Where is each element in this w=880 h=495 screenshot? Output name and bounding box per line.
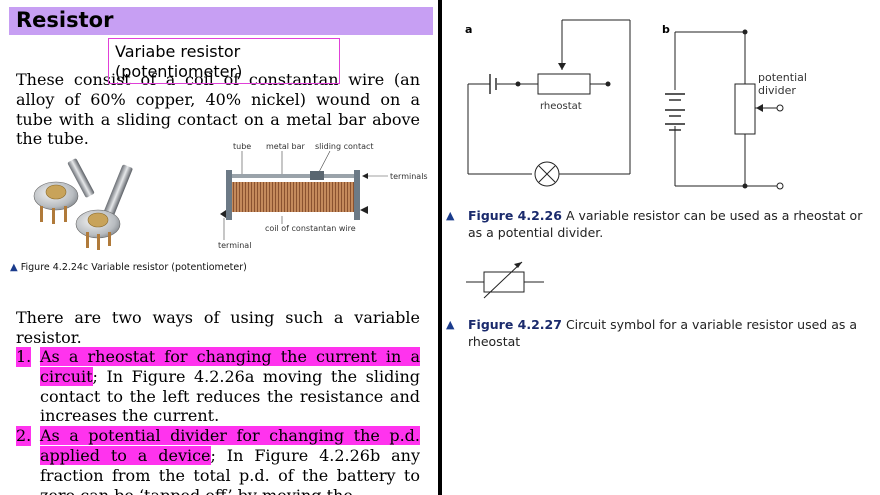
triangle-bullet-icon: ▲ xyxy=(446,209,455,222)
triangle-bullet-icon: ▲ xyxy=(446,318,455,331)
panel-divider xyxy=(438,0,442,495)
page-title: Resistor xyxy=(16,8,114,32)
panel-a-label: a xyxy=(465,23,472,36)
intro-paragraph: These consist of a coil of constantan wi… xyxy=(16,70,420,149)
triangle-bullet-icon: ▲ xyxy=(10,262,18,273)
left-slide-panel: Resistor These consist of a coil of cons… xyxy=(0,0,438,495)
potential-divider-label: potential divider xyxy=(758,71,807,97)
title-bar: Resistor xyxy=(9,7,433,35)
label-metal-bar: metal bar xyxy=(266,142,306,151)
list-item: 1.As a rheostat for changing the current… xyxy=(16,347,420,426)
svg-text:potential: potential xyxy=(758,71,807,84)
list-number: 2. xyxy=(16,426,32,446)
label-tube: tube xyxy=(233,142,251,151)
figure-caption-left: ▲ Figure 4.2.24c Variable resistor (pote… xyxy=(10,262,247,273)
list-text: ; In Figure 4.2.26b any fraction from th… xyxy=(40,445,420,495)
potential-divider-circuit: b potential divider xyxy=(662,23,807,190)
variable-resistor-label-box[interactable]: Variabe resistor (potentiometer) xyxy=(108,38,340,84)
label-terminals: terminals xyxy=(390,172,428,181)
figure-caption-4-2-27: ▲ Figure 4.2.27 Circuit symbol for a var… xyxy=(446,317,858,349)
label-terminal: terminal xyxy=(218,241,251,250)
variable-resistor-label: Variabe resistor (potentiometer) xyxy=(115,42,243,81)
potentiometer-right xyxy=(75,164,133,250)
rheostat-label: rheostat xyxy=(540,101,582,112)
potentiometer-left xyxy=(33,158,95,224)
list-number: 1. xyxy=(16,347,32,367)
potentiometer-diagram: tube metal bar sliding contact terminals… xyxy=(218,142,428,250)
list-item: 2.As a potential divider for changing th… xyxy=(16,426,420,495)
list-text: ; In Figure 4.2.26a moving the sliding c… xyxy=(40,366,420,426)
ways-paragraph: There are two ways of using such a varia… xyxy=(16,308,420,347)
svg-text:divider: divider xyxy=(758,84,796,97)
variable-resistor-symbol-icon xyxy=(466,261,544,299)
panel-b-label: b xyxy=(662,23,670,36)
rheostat-circuit: a rheostat xyxy=(465,19,631,187)
right-slide-panel: a rheostat b xyxy=(442,0,880,495)
label-sliding-contact: sliding contact xyxy=(315,142,374,151)
figure-caption-4-2-26: ▲ Figure 4.2.26 A variable resistor can … xyxy=(446,208,863,240)
usage-list: 1.As a rheostat for changing the current… xyxy=(16,347,420,495)
potentiometer-photo xyxy=(33,158,133,250)
label-coil: coil of constantan wire xyxy=(265,224,356,233)
battery-icon xyxy=(665,93,685,131)
